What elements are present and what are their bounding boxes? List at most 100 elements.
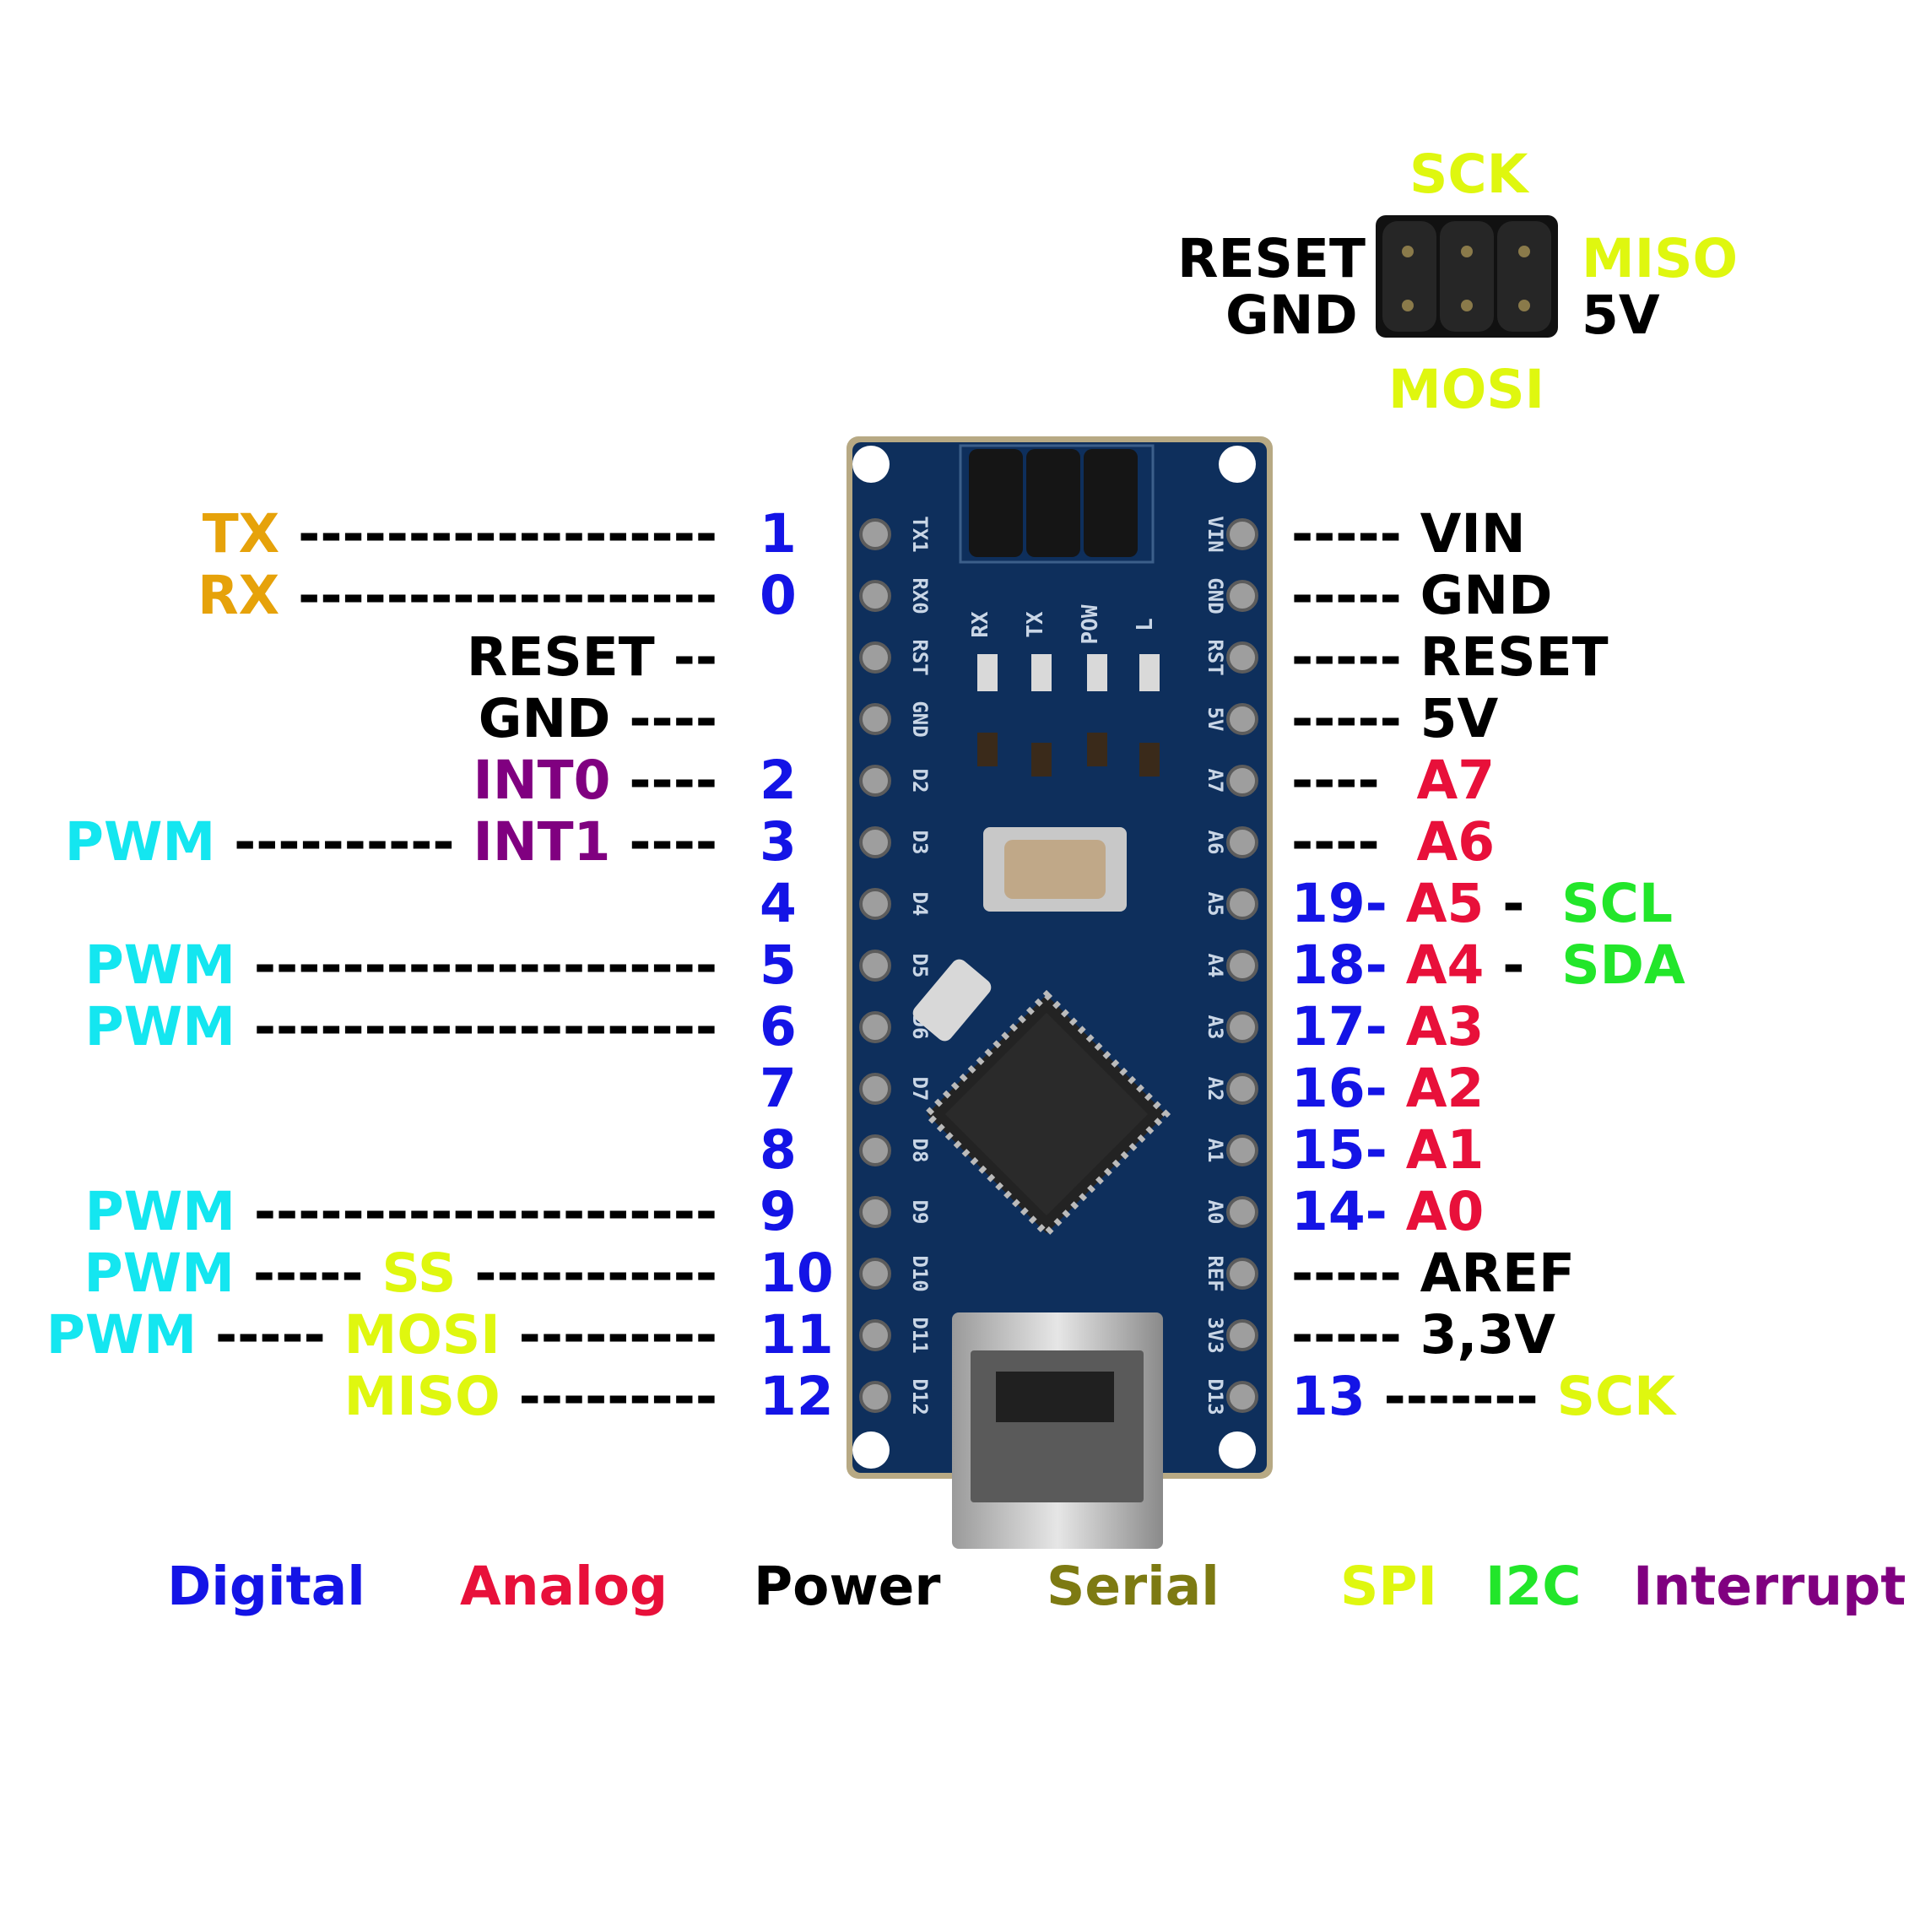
legend-spi: SPI (1340, 1556, 1437, 1617)
label-part: ---- (610, 750, 717, 811)
right-pin-hole (1226, 765, 1258, 797)
icsp-gnd-label: GND (1225, 284, 1358, 346)
label-part: RESET -- (466, 626, 717, 688)
label-part: INT0 (473, 750, 611, 811)
left-pin-number: 7 (760, 1058, 797, 1119)
reset-button (983, 827, 1127, 912)
label-part: --------- (500, 1304, 717, 1366)
right-pin-hole (1226, 888, 1258, 920)
left-pin-number: 8 (760, 1119, 797, 1181)
left-pin-hole (859, 1073, 891, 1105)
left-pin-label: TX ------------------- (203, 507, 717, 560)
icsp-mosi-label: MOSI (1388, 359, 1545, 420)
label-part: TX (202, 503, 280, 565)
left-pin-hole (859, 1134, 891, 1166)
silkscreen-label: REF (1203, 1255, 1227, 1291)
left-pin-number: 12 (760, 1366, 834, 1427)
silkscreen-label: VIN (1203, 516, 1227, 552)
silkscreen-label: 5V (1203, 707, 1227, 732)
label-part: ------------------- (279, 503, 717, 565)
left-pin-label: PWM --------------------- (85, 1000, 717, 1053)
right-pin-hole (1226, 641, 1258, 674)
silkscreen-label: TX1 (908, 516, 932, 552)
label-part: GND ---- (478, 688, 717, 750)
label-part: ---------- (215, 811, 473, 873)
left-pin-number: 0 (760, 565, 797, 626)
left-pin-hole (859, 1011, 891, 1043)
label-part: ----- AREF (1291, 1242, 1576, 1304)
crystal (912, 959, 992, 1042)
silkscreen-label: RX0 (908, 577, 932, 614)
led-label: POW (1078, 604, 1103, 644)
label-part: --------- (500, 1366, 717, 1427)
label-part: SS (381, 1242, 457, 1304)
label-part: ---- (1291, 811, 1417, 873)
icsp-header-block (1376, 215, 1558, 338)
left-pin-label: RX ------------------- (197, 569, 717, 622)
legend-serial: Serial (1047, 1556, 1220, 1617)
silkscreen-label: D4 (908, 892, 932, 917)
label-part: PWM (64, 811, 216, 873)
microcontroller-chip (922, 989, 1171, 1239)
right-pin-hole (1226, 1134, 1258, 1166)
silkscreen-label: GND (908, 701, 932, 737)
label-part: --------------------- (235, 934, 717, 996)
label-part: --------------------- (235, 1181, 717, 1242)
usb-connector (952, 1312, 1163, 1549)
left-pin-number: 6 (760, 996, 797, 1058)
right-pin-hole (1226, 826, 1258, 858)
label-part: 15- (1291, 1119, 1387, 1181)
label-part: 13 (1291, 1366, 1366, 1427)
silkscreen-label: A4 (1203, 954, 1227, 978)
left-pin-hole (859, 518, 891, 550)
label-part: ----- GND (1291, 565, 1553, 626)
label-part: A4 (1387, 934, 1485, 996)
silkscreen-label: D3 (908, 831, 932, 855)
left-pin-label: PWM ----- MOSI --------- (46, 1308, 717, 1361)
legend-analog: Analog (460, 1556, 668, 1617)
right-pin-label: 19- A5 - SCL (1291, 877, 1673, 930)
label-part: SDA (1543, 934, 1685, 996)
label-part: A3 (1387, 996, 1485, 1058)
left-pin-label: INT0 ---- (473, 754, 717, 807)
label-part: --------------------- (235, 996, 717, 1058)
label-part: SCK (1556, 1366, 1676, 1427)
left-pin-hole (859, 826, 891, 858)
silkscreen-label: A6 (1203, 831, 1227, 855)
left-pin-number: 10 (760, 1242, 834, 1304)
board-icsp-header (959, 444, 1155, 564)
silkscreen-label: GND (1203, 577, 1227, 614)
silkscreen-label: D11 (908, 1317, 932, 1353)
silkscreen-label: A0 (1203, 1200, 1227, 1225)
icsp-miso-label: MISO (1582, 228, 1739, 290)
label-part: 14- (1291, 1181, 1387, 1242)
label-part: ----- (234, 1242, 382, 1304)
label-part: ---- (1291, 750, 1417, 811)
left-pin-number: 9 (760, 1181, 797, 1242)
label-part: ------- (1365, 1366, 1557, 1427)
left-pin-hole (859, 765, 891, 797)
silkscreen-label: RST (908, 639, 932, 675)
left-pin-label: GND ---- (479, 692, 717, 745)
pin-holes (859, 518, 1258, 1413)
left-pin-hole (859, 641, 891, 674)
silkscreen-label: RST (1203, 639, 1227, 675)
right-pin-label: ----- VIN (1291, 507, 1526, 560)
right-pin-label: ----- 5V (1291, 692, 1498, 745)
left-pin-number: 4 (760, 873, 797, 934)
silkscreen-label: 3V3 (1203, 1317, 1227, 1353)
left-pin-hole (859, 888, 891, 920)
left-pin-hole (859, 1196, 891, 1228)
right-pin-label: ----- AREF (1291, 1247, 1575, 1300)
right-pin-label: 13 ------- SCK (1291, 1370, 1675, 1423)
pcb (847, 436, 1273, 1479)
left-pin-number: 5 (760, 934, 797, 996)
left-pin-hole (859, 950, 891, 982)
label-part: MOSI (343, 1304, 500, 1366)
label-part: PWM (46, 1304, 197, 1366)
label-part: PWM (84, 996, 235, 1058)
legend-digital: Digital (167, 1556, 365, 1617)
label-part: A0 (1387, 1181, 1485, 1242)
label-part: ----- 5V (1291, 688, 1499, 750)
